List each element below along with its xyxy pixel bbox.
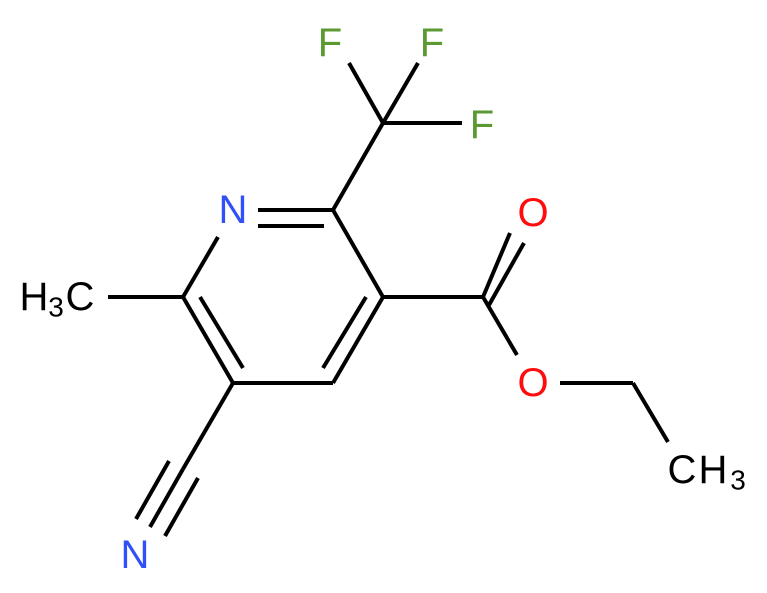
bond-ch2-ch3 — [631, 381, 670, 444]
ethyl-h-label: H — [699, 448, 728, 492]
trifluoromethyl-group — [331, 61, 462, 211]
fluorine-label-3: F — [470, 103, 494, 147]
carbonyl-oxygen-label: O — [517, 191, 548, 235]
bond-c6-n1 — [181, 235, 220, 299]
bond-cn-triple-right — [163, 477, 200, 537]
bond-c2-cf3 — [331, 122, 385, 211]
nitrile-group — [134, 381, 235, 537]
fluorine-label-2: F — [420, 21, 444, 65]
bond-c5-c6 — [181, 295, 235, 385]
ethyl-subscript-label: 3 — [730, 465, 746, 496]
nitrile-nitrogen-label: N — [121, 533, 150, 577]
methyl-h-label: H — [20, 275, 49, 319]
bond-c3-c4 — [331, 295, 385, 385]
methyl-subscript-label: 3 — [48, 292, 64, 323]
bond-carbonyl-oester — [481, 295, 519, 357]
bond-c3-c4-inner — [321, 295, 368, 370]
bond-cf3-f2 — [381, 61, 420, 125]
methyl-c-label: C — [66, 275, 95, 319]
ester-oxygen-label: O — [517, 361, 548, 405]
bond-cf3-f1 — [347, 62, 385, 124]
bond-carbonyl-o — [481, 232, 512, 298]
ester-group — [383, 232, 670, 444]
bond-c2-c3 — [331, 209, 385, 298]
bond-cn-triple-center — [148, 468, 185, 528]
bond-carbonyl-o-inner — [487, 242, 526, 306]
bond-c5-c6-inner — [198, 295, 245, 370]
ring-nitrogen-label: N — [219, 188, 248, 232]
bond-c5-cn — [181, 381, 235, 471]
bond-cn-triple-left — [134, 460, 171, 520]
ethyl-c-label: C — [668, 448, 697, 492]
pyridine-ring — [181, 208, 385, 385]
fluorine-label-1: F — [318, 21, 342, 65]
